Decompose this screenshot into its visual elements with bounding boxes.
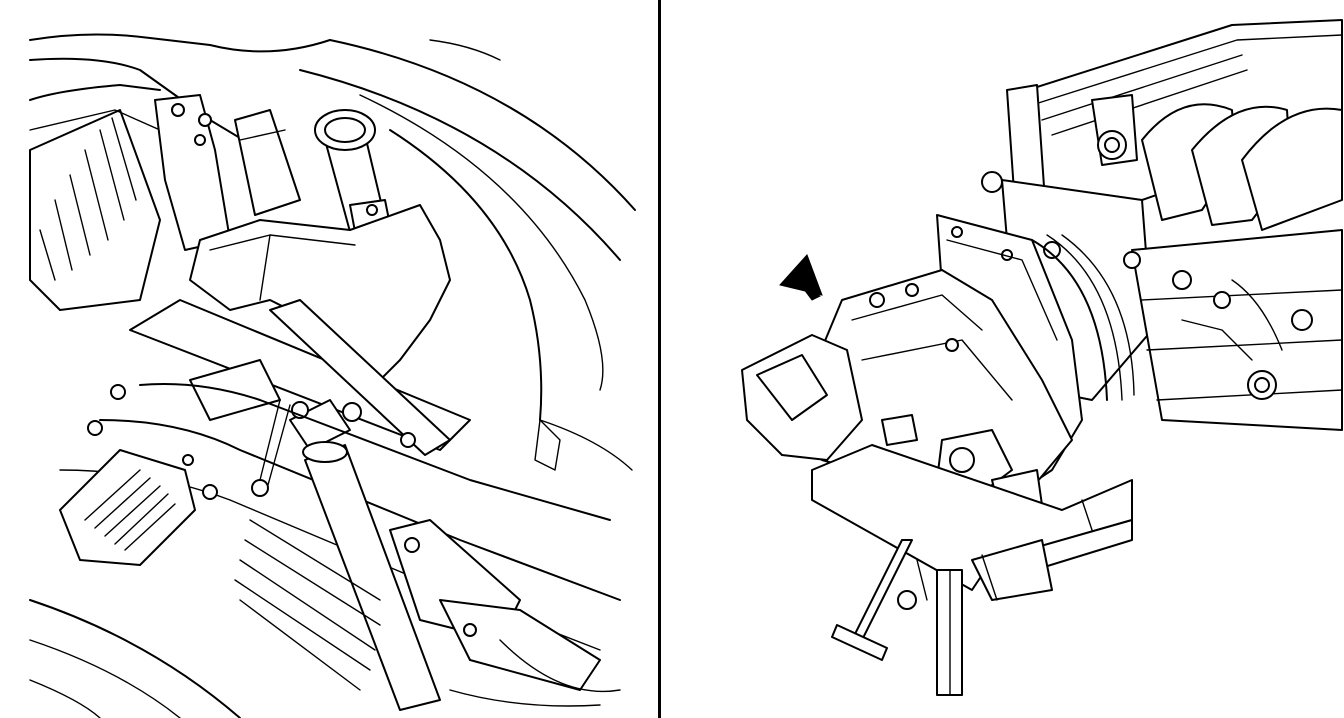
exhaust-assembly (389, 519, 621, 707)
upper-louvered-panel (29, 109, 161, 311)
support-tube-lower (302, 441, 441, 711)
oil-pan (59, 449, 196, 566)
left-panel-illustration (0, 0, 658, 718)
intake-manifold (1091, 94, 1343, 231)
engine-fittings (981, 171, 1313, 400)
panel-divider (658, 0, 661, 718)
right-panel-illustration (662, 0, 1344, 718)
transmission-jack-table (811, 444, 1133, 601)
cross-bar-fixture (129, 299, 471, 497)
flywheel (1031, 234, 1135, 401)
transmission-jack-post (831, 539, 963, 696)
lower-body-lines (29, 419, 561, 718)
body-outline (29, 33, 331, 151)
transaxle-case (741, 269, 1073, 521)
transaxle-housing (189, 204, 451, 381)
lower-louvered-panel (234, 519, 381, 691)
left-illustration-svg (29, 33, 636, 718)
right-illustration-svg (741, 19, 1343, 696)
direction-arrow-icon (779, 254, 823, 301)
wheel-well-arcs (299, 39, 636, 471)
upper-bracket (154, 94, 301, 251)
